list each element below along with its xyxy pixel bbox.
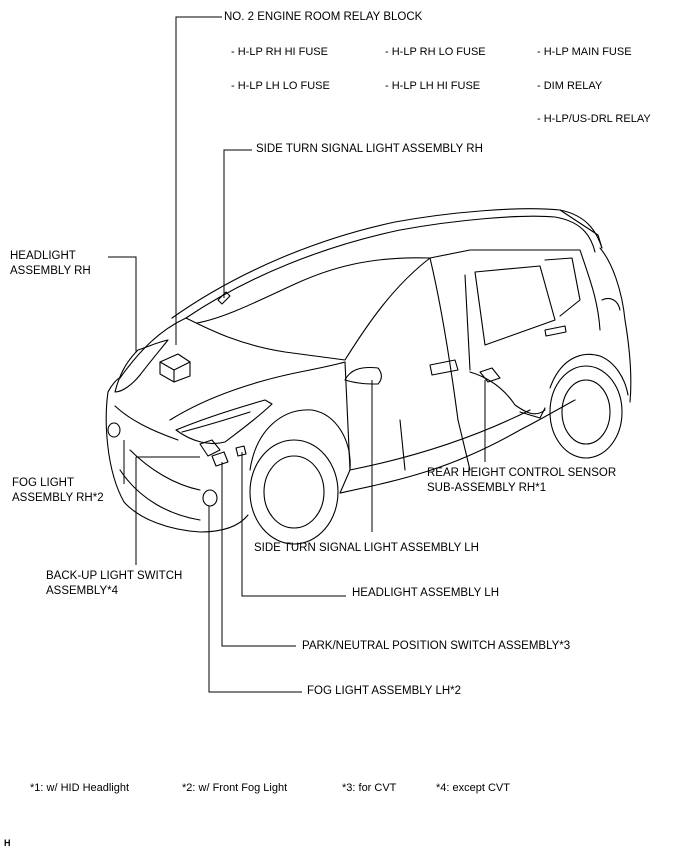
label-fuse-hlp-rh-hi: - H-LP RH HI FUSE [231, 46, 328, 58]
label-dim-relay: - DIM RELAY [537, 80, 603, 92]
label-headlight-rh-line2: ASSEMBLY RH [10, 265, 91, 277]
label-backup-line2: ASSEMBLY*4 [46, 585, 119, 597]
label-side-turn-lh: SIDE TURN SIGNAL LIGHT ASSEMBLY LH [254, 542, 479, 554]
label-fog-rh-line2: ASSEMBLY RH*2 [12, 492, 104, 504]
label-headlight-lh: HEADLIGHT ASSEMBLY LH [352, 587, 500, 599]
label-fuse-hlp-rh-lo: - H-LP RH LO FUSE [385, 46, 486, 58]
label-rear-height-line2: SUB-ASSEMBLY RH*1 [427, 482, 547, 494]
label-park-neutral: PARK/NEUTRAL POSITION SWITCH ASSEMBLY*3 [302, 640, 571, 652]
footnote-4: *4: except CVT [436, 782, 510, 794]
label-fog-lh: FOG LIGHT ASSEMBLY LH*2 [307, 685, 462, 697]
footnote-3: *3: for CVT [342, 782, 397, 794]
corner-mark: H [4, 838, 11, 848]
label-fuse-hlp-main: - H-LP MAIN FUSE [537, 46, 632, 58]
label-fuse-hlp-lh-hi: - H-LP LH HI FUSE [385, 80, 481, 92]
label-hlp-drl-relay: - H-LP/US-DRL RELAY [537, 113, 651, 125]
label-fog-rh-line1: FOG LIGHT [12, 477, 74, 489]
label-side-turn-rh: SIDE TURN SIGNAL LIGHT ASSEMBLY RH [256, 143, 483, 155]
footnote-1: *1: w/ HID Headlight [30, 782, 130, 794]
label-rear-height-line1: REAR HEIGHT CONTROL SENSOR [427, 467, 617, 479]
label-headlight-rh-line1: HEADLIGHT [10, 250, 76, 262]
label-relay-block: NO. 2 ENGINE ROOM RELAY BLOCK [224, 11, 423, 23]
label-fuse-hlp-lh-lo: - H-LP LH LO FUSE [231, 80, 330, 92]
label-backup-line1: BACK-UP LIGHT SWITCH [46, 570, 183, 582]
leader-lines [108, 16, 486, 693]
car-outline [105, 208, 632, 545]
footnote-2: *2: w/ Front Fog Light [182, 782, 288, 794]
